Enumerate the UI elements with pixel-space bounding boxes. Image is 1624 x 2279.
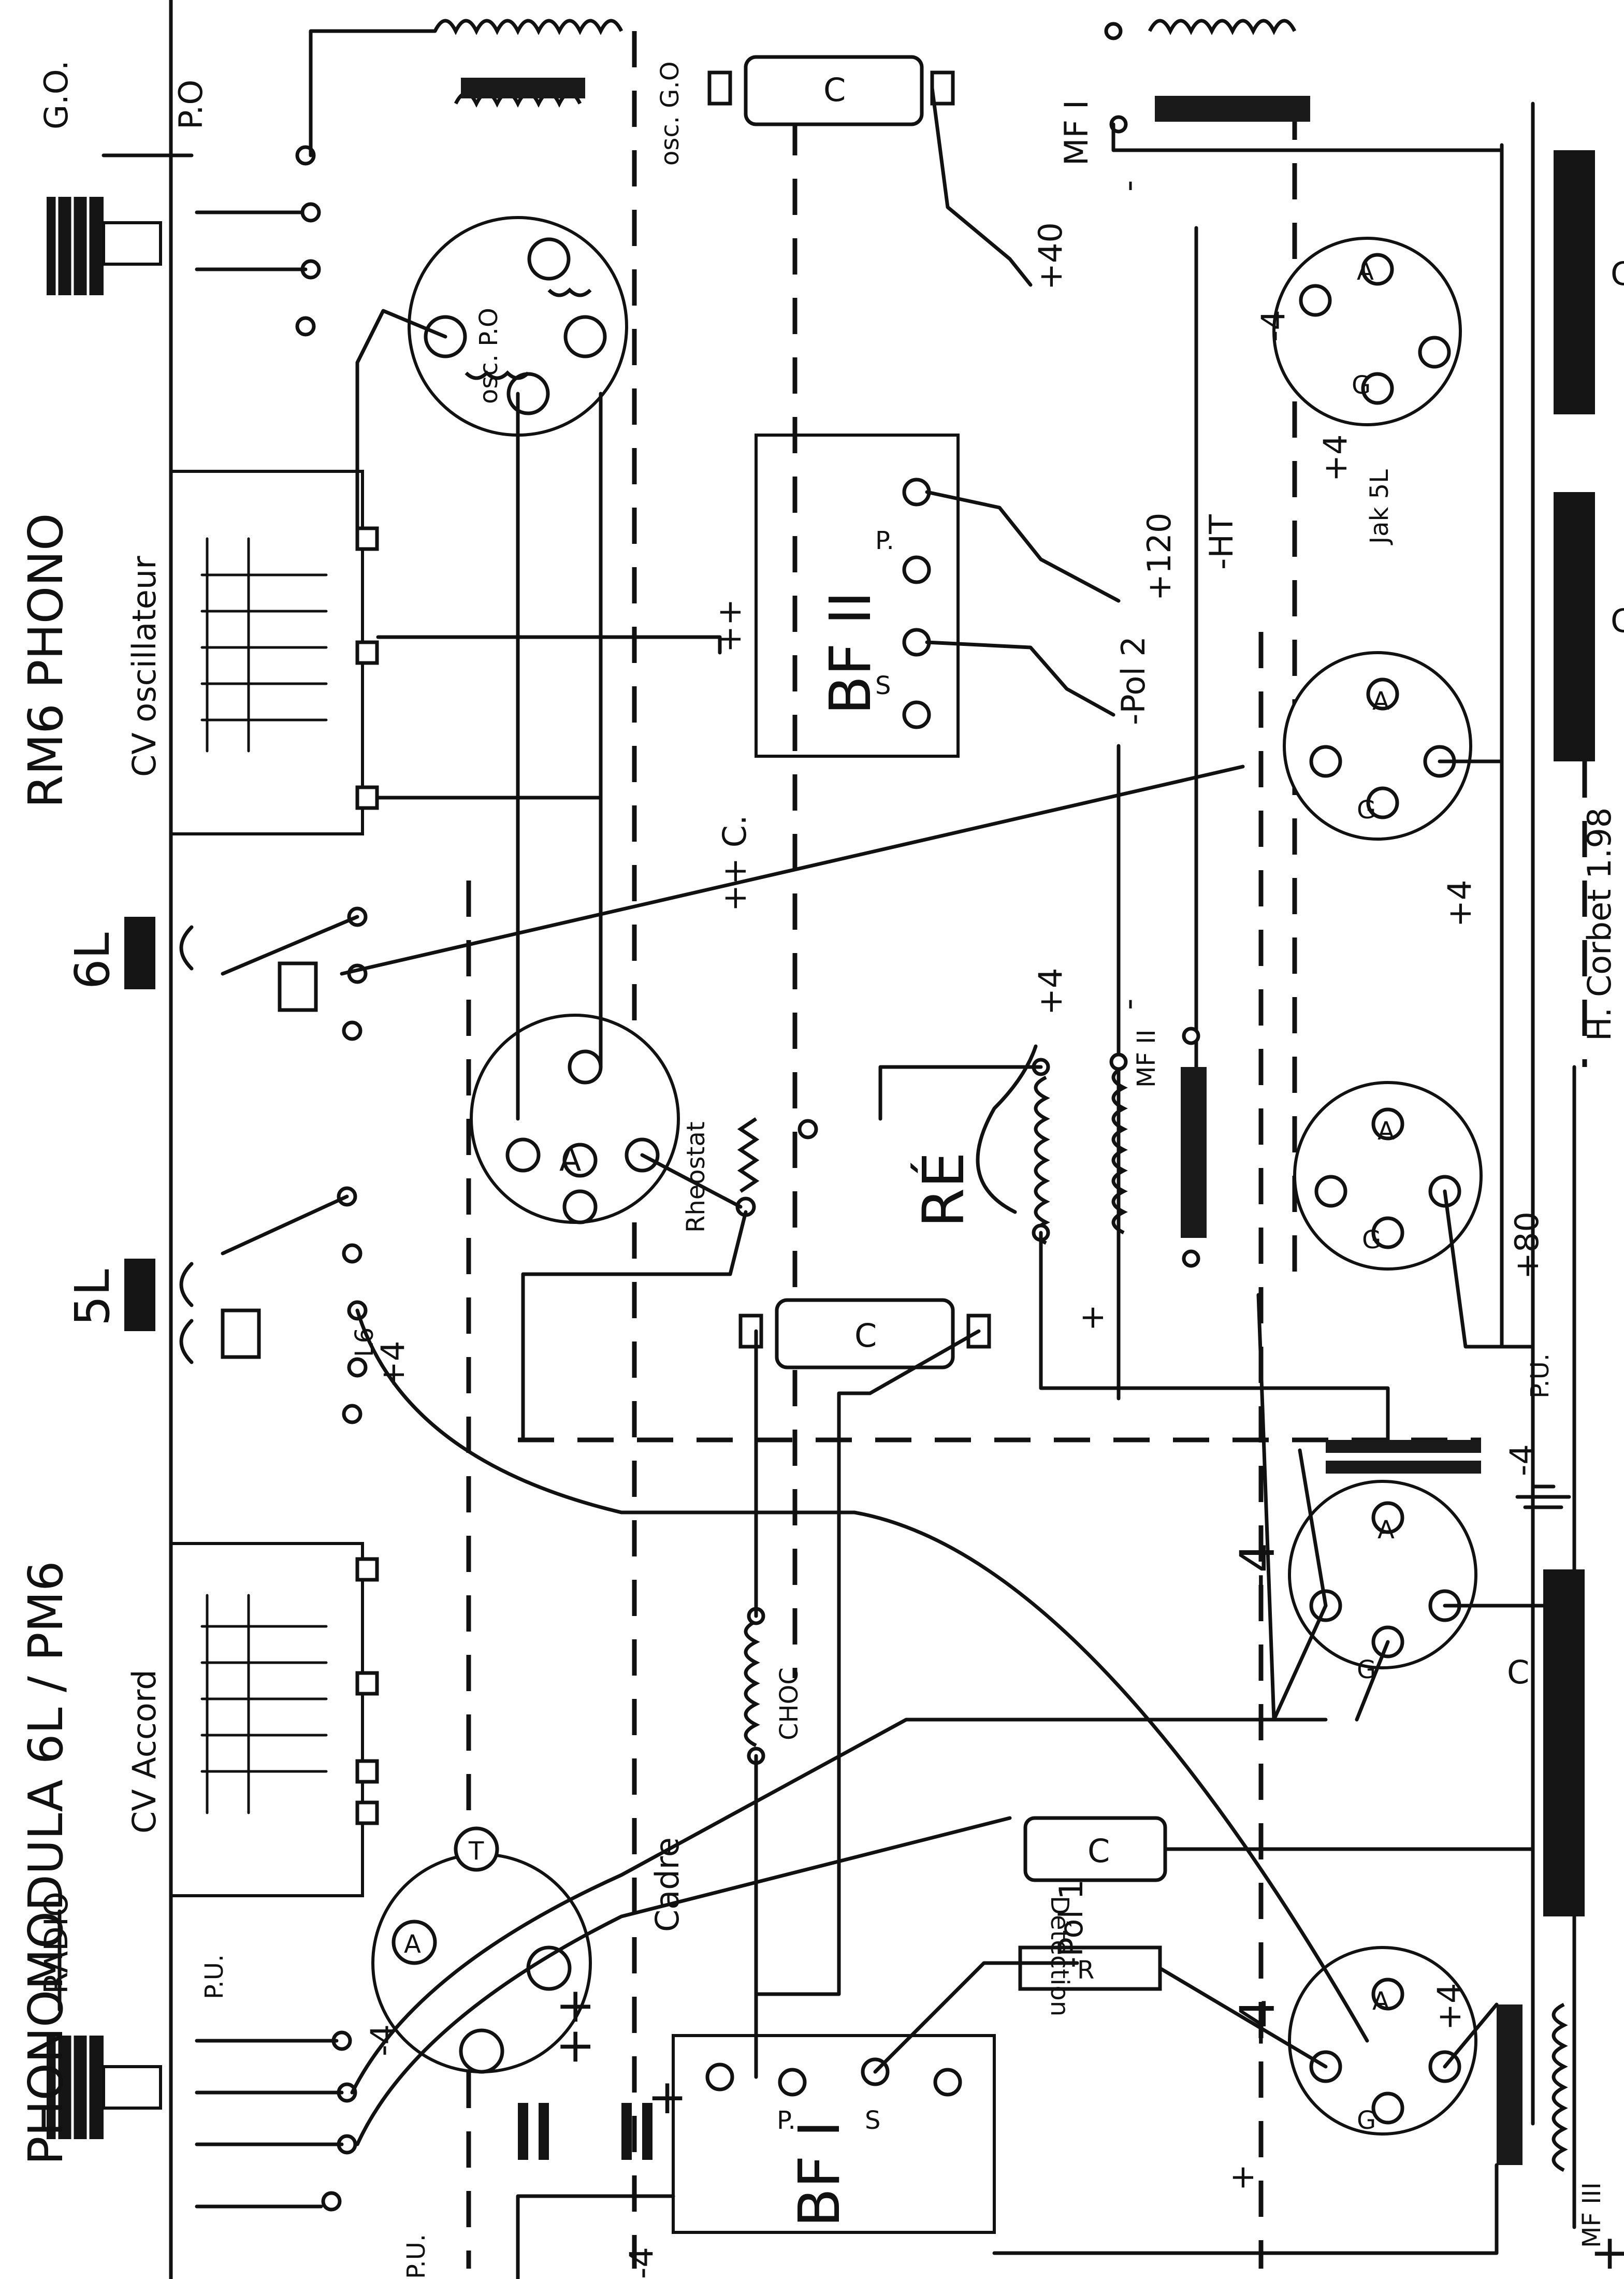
tube-right-4-minus4: -4 <box>1230 1542 1285 1590</box>
coil-choc: CHOC <box>744 1607 804 1765</box>
pol2-label: -Pol 2 <box>1114 636 1152 725</box>
tube-a: A Rheostat <box>470 1014 818 1233</box>
tube-right-2-pin-g: G <box>1357 796 1376 825</box>
transformer-bf2: BF II P. S +120 -Pol 2 -HT ++ ++ C. <box>711 434 1240 912</box>
capacitor-top-label: C <box>823 71 846 109</box>
tube-right-1-plus4: +4 <box>1316 435 1354 482</box>
bf2-pin-s: S <box>875 671 891 700</box>
tube-right-5: A G -4 +4 <box>1230 1946 1477 2136</box>
osc-po-label: osc. P.O <box>474 308 503 404</box>
bf2-label: BF II <box>817 591 883 715</box>
plusplus-c-label: ++ C. <box>716 815 753 912</box>
po-label: P.O <box>172 80 210 129</box>
tube-right-1-pin-a: A <box>1357 257 1374 286</box>
cadre-label: Cadre <box>648 1837 686 1932</box>
plus40-label: +40 <box>1032 222 1069 290</box>
pu-label-top: P.U. <box>200 1954 229 1999</box>
tube-cadre: A T Cadre <box>371 1826 686 2074</box>
radio-switch-knob: RADIO <box>37 1892 162 2139</box>
tube5-plus: + <box>1223 2164 1261 2191</box>
bottom-minus4: -4 <box>622 2247 660 2279</box>
pol1-label: -Pol 1 <box>1052 1879 1090 1968</box>
capacitor-detection: C R Détection <box>1018 1816 1167 2016</box>
tube-right-5-pin-a: A <box>1372 1987 1389 2016</box>
resistor-detection-label: R <box>1077 1956 1094 1985</box>
cv-accord-label: CV Accord <box>125 1669 163 1834</box>
mf3-label: MF III <box>1577 2182 1606 2248</box>
ht-label: -HT <box>1202 514 1240 570</box>
pu-right-label: P.U. <box>1526 1353 1555 1398</box>
mf2-minus: - <box>1109 999 1147 1010</box>
switch-6l-label: 6L <box>65 932 120 989</box>
bf2-pin-p: P. <box>875 526 894 555</box>
tube-right-3: A G +80 P.U. <box>1293 1081 1555 1398</box>
bf1-pin-s: S <box>865 2106 880 2135</box>
go-po-switch-knob: G.O. P.O <box>37 60 210 295</box>
mf2-plus: + <box>1073 1304 1111 1331</box>
coil-osc-go: osc. G.O <box>433 19 685 166</box>
tube-right-2: A G +4 <box>1283 651 1478 927</box>
capacitor-top: C +40 <box>707 55 1069 290</box>
bf1-label: BF I <box>786 2121 852 2227</box>
mf2-label: MF II <box>1132 1029 1161 1088</box>
plus120-label: +120 <box>1140 513 1178 601</box>
mf1-label: MF I <box>1057 100 1095 166</box>
bf1-pin-p: P. <box>777 2106 796 2135</box>
diagram-subtitle: RM6 PHONO <box>18 513 74 808</box>
coil-reaction: RÉ <box>910 1044 1050 1245</box>
misc-wiring: -4 + - +4 - + + <box>309 29 1624 2279</box>
capacitor-middle: C <box>738 1298 991 1369</box>
transformer-mf2: MF II <box>1109 1027 1207 1268</box>
tube-right-5-plus4: +4 <box>1430 1983 1468 2030</box>
transformer-mf1: MF I <box>1057 19 1310 166</box>
tube-right-1: A G Jak 5L +4 -4 <box>1254 237 1462 545</box>
tube-right-4-pin-a: A <box>1378 1516 1395 1545</box>
diagram-title: PHONOMODULA 6L / PM6 <box>18 1561 74 2166</box>
cv-oscillateur: CV oscillateur <box>125 470 379 835</box>
transformer-bf1: BF I P. S -Pol 1 ++ + -4 <box>518 1879 1090 2279</box>
go-label: G.O. <box>37 60 75 129</box>
plus80-label: +80 <box>1508 1211 1546 1279</box>
block-cap-2-label: C <box>1611 602 1624 640</box>
radio-label: RADIO <box>37 1892 75 1994</box>
tube-right-1-minus4: -4 <box>1254 310 1292 342</box>
mf1-minus: - <box>1109 180 1147 192</box>
block-capacitors-right: C C C <box>1507 150 1624 1916</box>
tube-a-pin-a: A <box>559 1141 581 1178</box>
mf3-plus: + <box>1590 2225 1624 2279</box>
minus4-right-label: -4 <box>1503 1444 1541 1476</box>
reaction-plus4: +4 <box>1032 968 1069 1015</box>
bf1-plus: + <box>647 2069 687 2125</box>
tube-right-3-pin-g: G <box>1362 1225 1381 1254</box>
transformer-mf3: MF III <box>1497 2002 1606 2248</box>
coil-reaction-label: RÉ <box>910 1152 977 1228</box>
detection-label: Détection <box>1045 1896 1074 2016</box>
jak-label: Jak 5L <box>1365 469 1394 545</box>
coil-osc-go-label: osc. G.O <box>656 61 685 166</box>
block-cap-3-label: C <box>1507 1653 1529 1691</box>
tube-right-2-plus4: +4 <box>1441 880 1478 927</box>
switch-5l: 5L <box>65 1259 261 1359</box>
coil-choc-label: CHOC <box>775 1667 804 1740</box>
tube-right-3-pin-a: A <box>1378 1117 1395 1146</box>
signature: H. Corbet 1.98 <box>1581 807 1618 1041</box>
switch-5l-label: 5L <box>65 1269 120 1326</box>
cv-accord: CV Accord <box>125 1542 379 1897</box>
block-cap-1-label: C <box>1611 255 1624 293</box>
capacitor-middle-label: C <box>854 1317 877 1354</box>
capacitor-detection-label: C <box>1088 1832 1110 1870</box>
switch-6l: 6L <box>65 917 318 1012</box>
tube-cadre-pin-a: A <box>404 1930 421 1959</box>
bf1-plusplus: ++ <box>546 1987 602 2067</box>
cv-oscillateur-label: CV oscillateur <box>125 556 163 777</box>
tube-cadre-pin-t: T <box>468 1837 484 1866</box>
tube-right-5-pin-g: G <box>1357 2106 1376 2135</box>
pu-label-bottom: P.U. <box>402 2234 431 2279</box>
tube-right-1-pin-g: G <box>1352 371 1371 400</box>
tube-right-2-pin-a: A <box>1372 687 1389 716</box>
bf2-plusplus: ++ <box>711 599 748 653</box>
